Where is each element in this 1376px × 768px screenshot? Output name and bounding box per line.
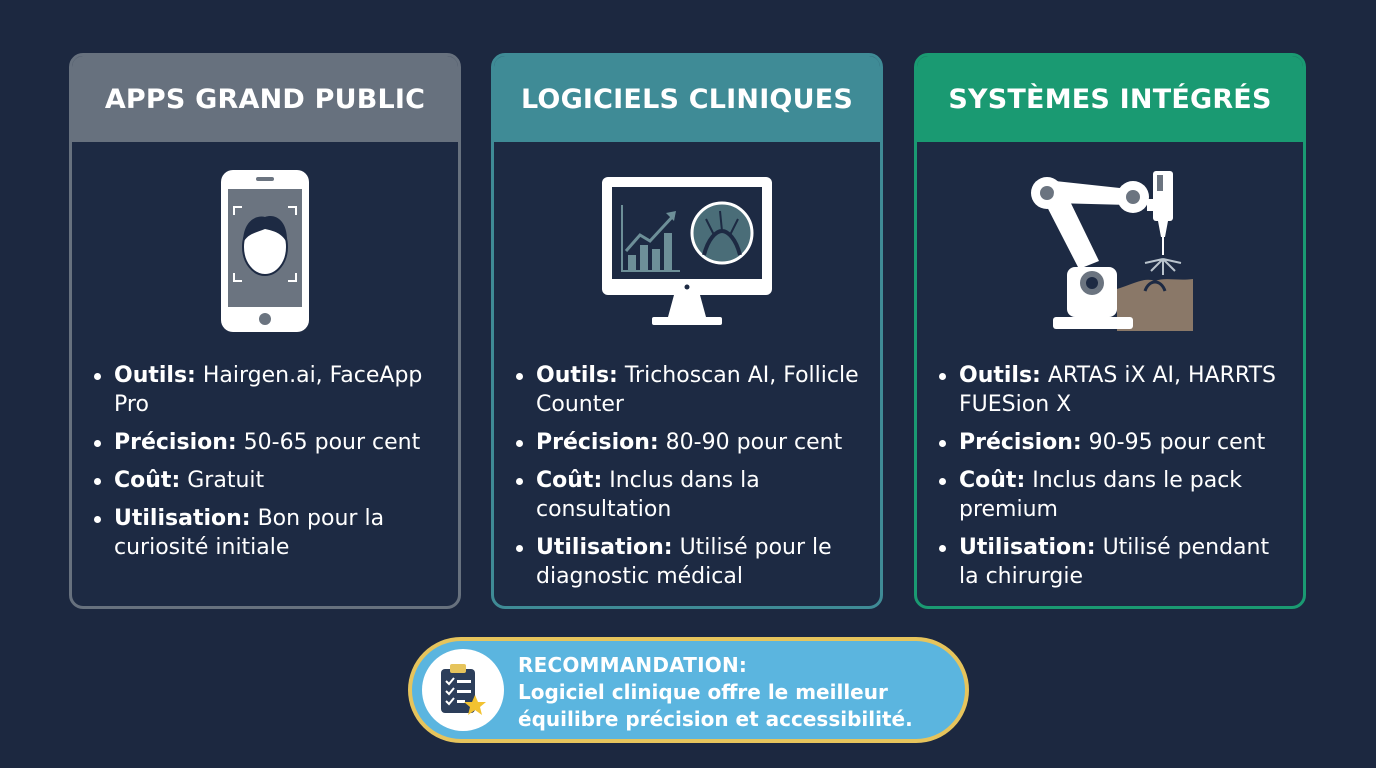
card-consumer-apps: APPS GRAND PUBLIC Outils: Hairgen.ai, Fa… <box>69 53 461 609</box>
card-details-list: Outils: Hairgen.ai, FaceApp Pro Précisio… <box>92 361 444 571</box>
smartphone-face-scan-icon <box>72 166 458 336</box>
recommendation-text: Logiciel clinique offre le meilleur équi… <box>518 680 913 731</box>
list-item-tools: Outils: ARTAS iX AI, HARRTS FUESion X <box>937 361 1289 419</box>
list-item-cost: Coût: Inclus dans la consultation <box>514 466 866 524</box>
list-item-precision: Précision: 80-90 pour cent <box>514 428 866 457</box>
recommendation-banner: RECOMMANDATION: Logiciel clinique offre … <box>408 637 969 743</box>
list-item-usage: Utilisation: Bon pour la curiosité initi… <box>92 504 444 562</box>
card-title: SYSTÈMES INTÉGRÉS <box>917 56 1303 142</box>
recommendation-body: RECOMMANDATION: Logiciel clinique offre … <box>412 641 965 739</box>
recommendation-title: RECOMMANDATION: <box>518 653 748 677</box>
list-item-precision: Précision: 50-65 pour cent <box>92 428 444 457</box>
list-item-usage: Utilisation: Utilisé pour le diagnostic … <box>514 533 866 591</box>
list-item-tools: Outils: Hairgen.ai, FaceApp Pro <box>92 361 444 419</box>
list-item-usage: Utilisation: Utilisé pendant la chirurgi… <box>937 533 1289 591</box>
list-item-cost: Coût: Inclus dans le pack premium <box>937 466 1289 524</box>
list-item-tools: Outils: Trichoscan AI, Follicle Counter <box>514 361 866 419</box>
list-item-precision: Précision: 90-95 pour cent <box>937 428 1289 457</box>
list-item-cost: Coût: Gratuit <box>92 466 444 495</box>
card-clinical-software: LOGICIELS CLINIQUES Outils: Trichosc <box>491 53 883 609</box>
card-title: LOGICIELS CLINIQUES <box>494 56 880 142</box>
card-details-list: Outils: ARTAS iX AI, HARRTS FUESion X Pr… <box>937 361 1289 600</box>
card-integrated-systems: SYSTÈMES INTÉGRÉS <box>914 53 1306 609</box>
card-title: APPS GRAND PUBLIC <box>72 56 458 142</box>
robotic-arm-icon <box>917 166 1303 336</box>
monitor-analytics-icon <box>494 166 880 336</box>
clipboard-star-icon <box>422 649 504 731</box>
card-details-list: Outils: Trichoscan AI, Follicle Counter … <box>514 361 866 600</box>
